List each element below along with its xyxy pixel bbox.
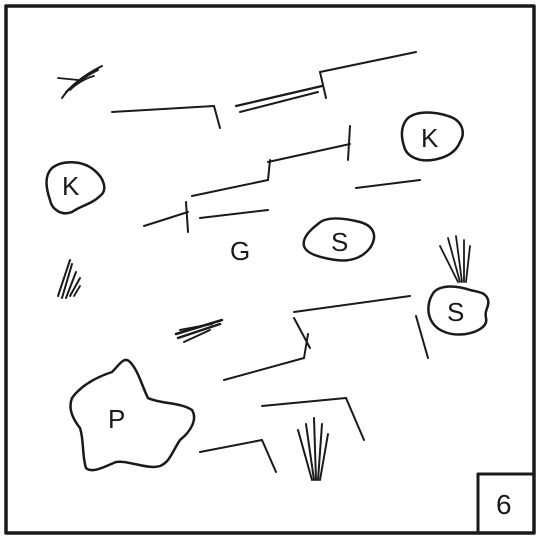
stroke	[200, 440, 262, 452]
frame-border	[6, 6, 534, 533]
k-grain-left: K	[47, 162, 105, 213]
stroke	[268, 160, 270, 180]
stroke	[214, 106, 220, 128]
stroke	[346, 398, 364, 440]
g-label: G	[230, 236, 250, 266]
stroke	[268, 144, 350, 162]
k-grain-upper-right: K	[402, 113, 463, 161]
stroke	[144, 212, 188, 226]
stroke	[416, 316, 428, 358]
stroke	[186, 202, 188, 232]
stroke	[294, 318, 310, 348]
p-grain-outline	[70, 360, 194, 470]
stroke	[192, 180, 268, 196]
s-grain-right: S	[428, 287, 488, 335]
fibrous-tuft-top-left	[58, 66, 102, 98]
stroke	[314, 418, 316, 480]
s-grain-center: S	[304, 219, 374, 261]
p-grain: P	[70, 360, 194, 470]
s-label-center: S	[331, 227, 348, 257]
stroke	[294, 296, 410, 312]
fibrous-tuft-right	[440, 236, 470, 282]
stroke	[348, 126, 350, 160]
stroke	[320, 52, 416, 72]
page-number: 6	[496, 489, 512, 520]
lamellae-strokes	[112, 52, 428, 472]
fibrous-tuft-center	[176, 320, 222, 342]
s-label-right: S	[447, 297, 464, 327]
stroke	[112, 106, 214, 112]
k-label-upper-right: K	[421, 123, 439, 153]
p-label: P	[108, 404, 125, 434]
stroke	[58, 78, 78, 80]
stroke	[356, 180, 420, 188]
fibrous-tuft-left	[58, 260, 80, 298]
stroke	[224, 358, 304, 380]
stroke	[200, 210, 268, 218]
stroke	[262, 398, 346, 406]
k-label-left: K	[62, 171, 80, 201]
fibrous-tuft-bottom	[298, 418, 328, 480]
stroke	[320, 72, 326, 98]
stroke	[466, 246, 470, 282]
stroke	[262, 440, 276, 472]
page-number-box: 6	[478, 474, 534, 533]
